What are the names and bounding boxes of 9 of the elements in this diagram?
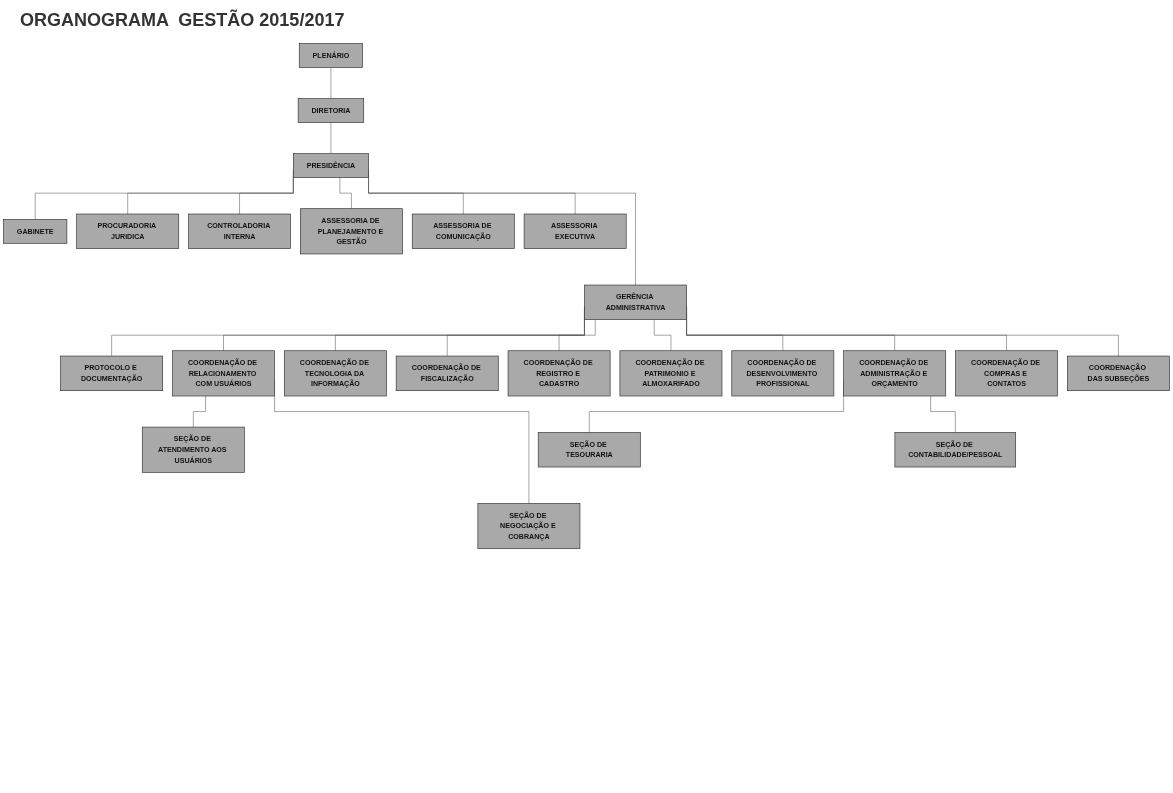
connector xyxy=(558,319,596,351)
connector xyxy=(239,176,294,215)
connector xyxy=(330,67,332,99)
connector xyxy=(930,395,956,433)
connector xyxy=(193,395,206,428)
connector xyxy=(339,177,352,209)
connector xyxy=(330,122,332,154)
diagram-title: ORGANOGRAMA GESTÃO 2015/2017 xyxy=(20,10,345,31)
connector xyxy=(653,319,672,351)
